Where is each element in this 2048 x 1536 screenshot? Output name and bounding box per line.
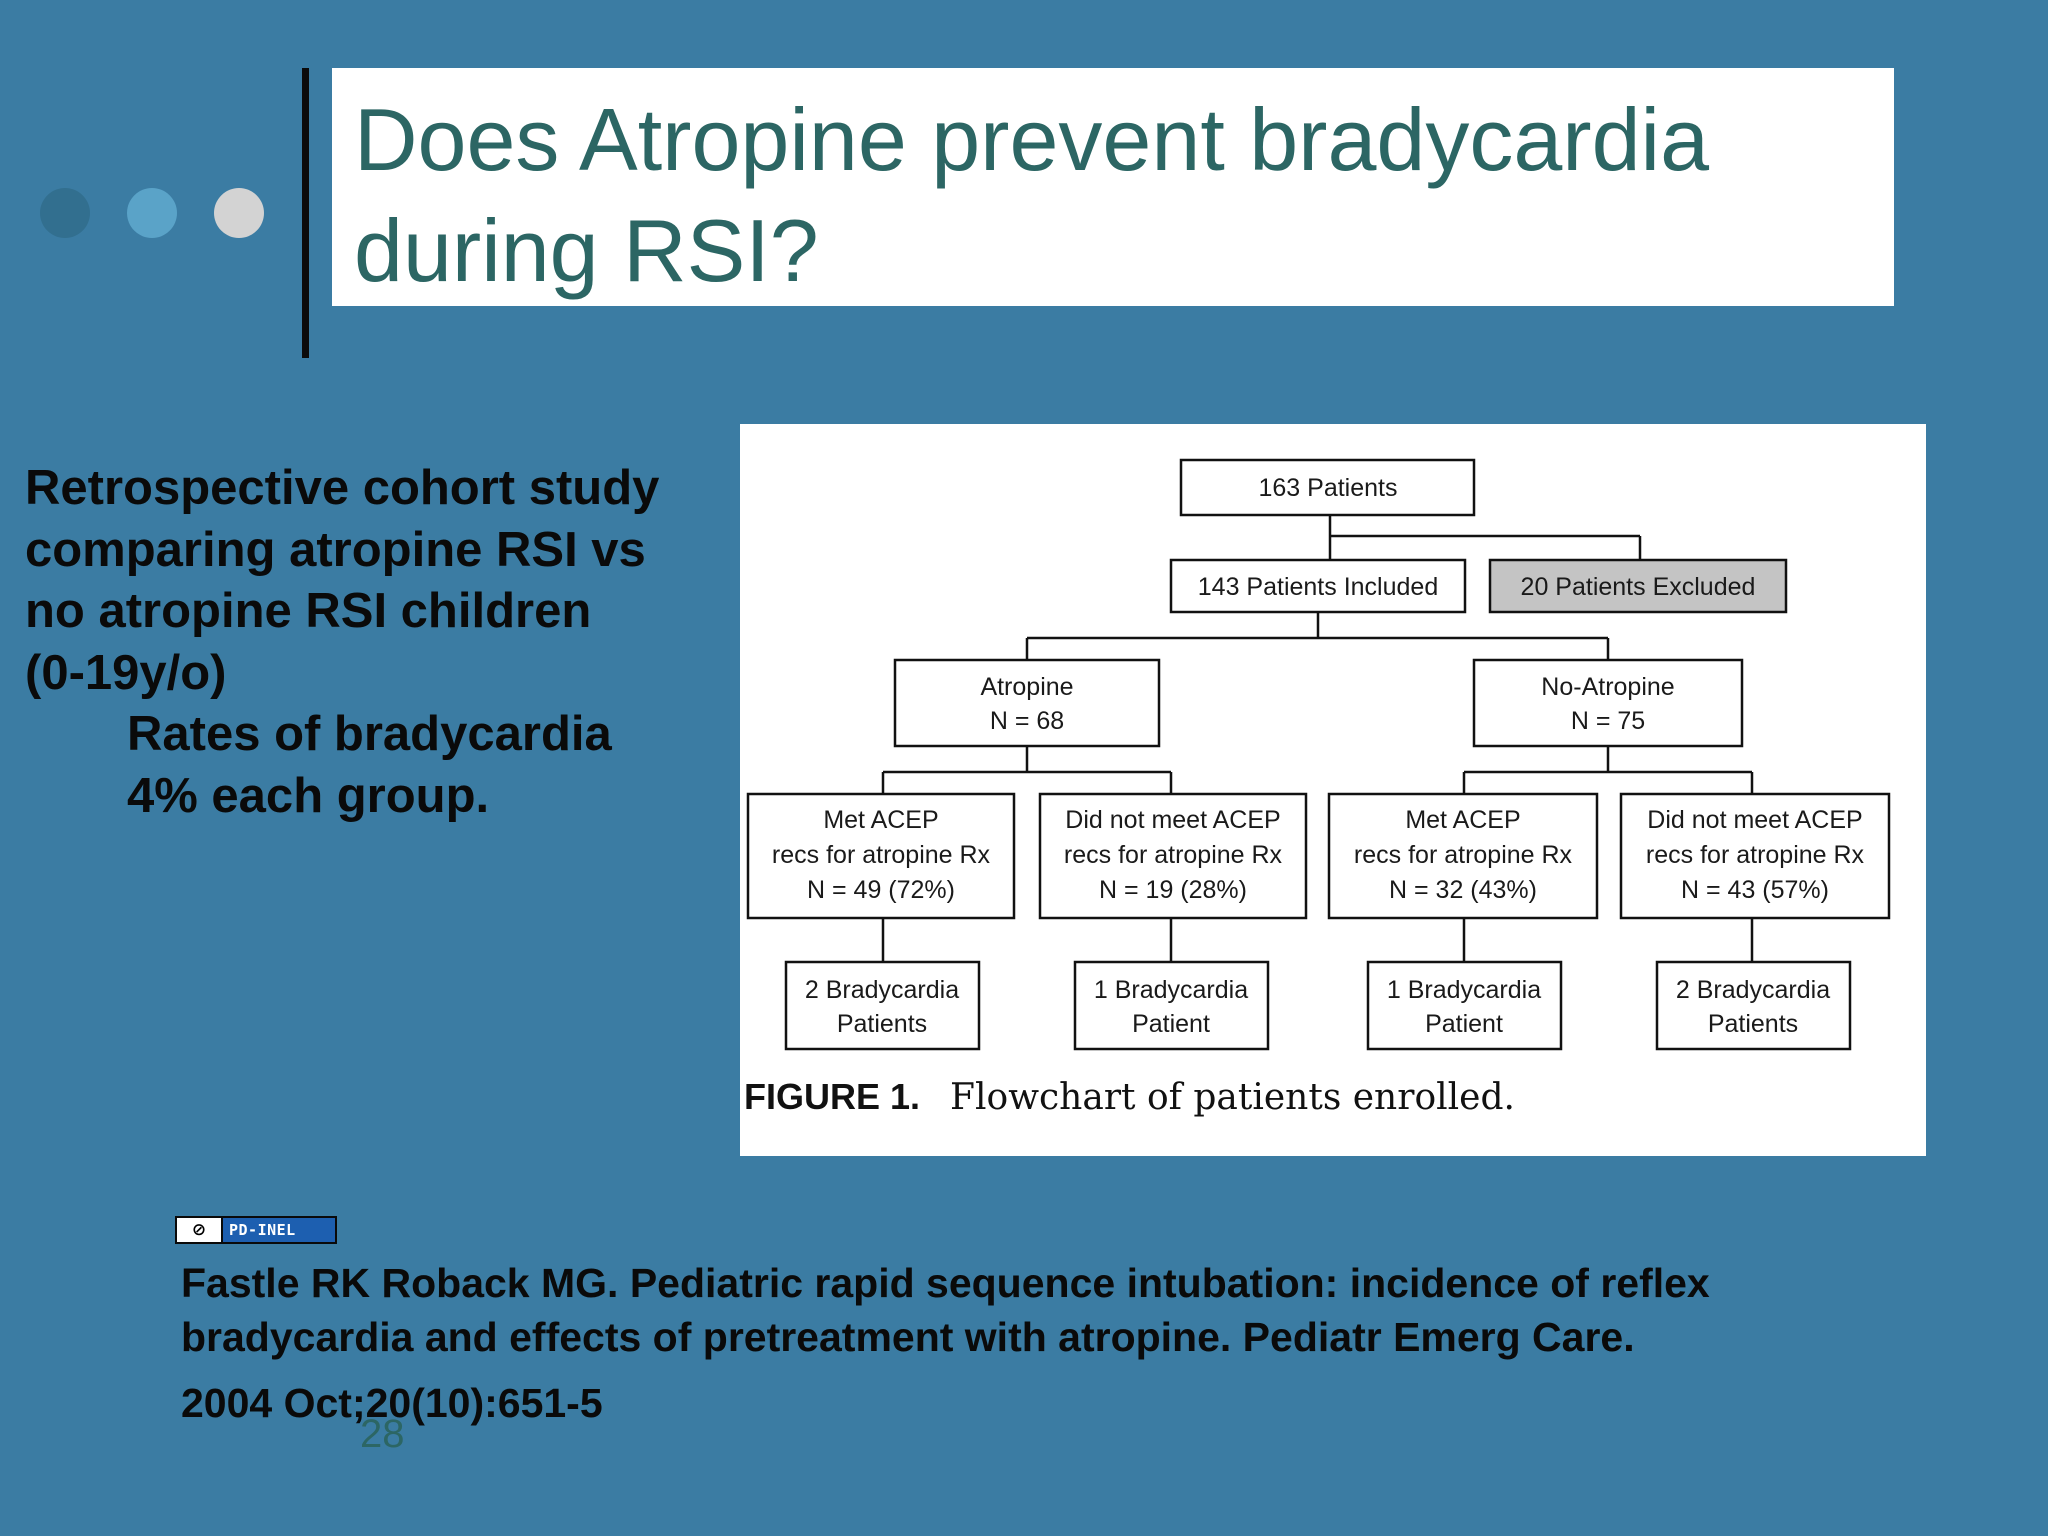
node-no-atropine-met-line3: N = 32 (43%)	[1389, 876, 1537, 904]
node-no-atropine-count: N = 75	[1571, 707, 1645, 735]
node-outcome-2-line1: 1 Bradycardia	[1094, 976, 1248, 1004]
node-total-text: 163 Patients	[1259, 474, 1398, 502]
node-outcome-4-line2: Patients	[1708, 1010, 1798, 1038]
license-badge-label: PD-INEL	[229, 1221, 296, 1239]
figure-panel: 163 Patients 143 Patients Included 20 Pa…	[740, 424, 1926, 1156]
node-atropine-met: Met ACEP recs for atropine Rx N = 49 (72…	[746, 792, 1016, 920]
node-excluded: 20 Patients Excluded	[1488, 558, 1788, 614]
node-atropine-not-met-line1: Did not meet ACEP	[1065, 806, 1280, 834]
body-line: Retrospective cohort study	[25, 461, 660, 515]
slide-number: 28	[360, 1412, 405, 1456]
title-box: Does Atropine prevent bradycardia during…	[332, 68, 1894, 306]
figure-caption: FIGURE 1. Flowchart of patients enrolled.	[744, 1076, 1515, 1118]
decor-dot-dark	[40, 188, 90, 238]
node-atropine-met-line1: Met ACEP	[823, 806, 938, 834]
body-line: no atropine RSI children	[25, 584, 592, 638]
node-no-atropine-not-met: Did not meet ACEP recs for atropine Rx N…	[1619, 792, 1891, 920]
body-subline: Rates of bradycardia	[127, 707, 612, 761]
connector-included	[1025, 612, 1610, 660]
citation-line: 2004 Oct;20(10):651-5	[181, 1380, 603, 1426]
node-outcome-1-line1: 2 Bradycardia	[805, 976, 959, 1004]
node-outcome-4: 2 Bradycardia Patients	[1655, 960, 1852, 1051]
node-included-text: 143 Patients Included	[1198, 573, 1438, 601]
node-atropine-count: N = 68	[990, 707, 1064, 735]
node-outcome-3: 1 Bradycardia Patient	[1366, 960, 1563, 1051]
body-line: comparing atropine RSI vs	[25, 522, 646, 577]
node-atropine-not-met: Did not meet ACEP recs for atropine Rx N…	[1038, 792, 1308, 920]
decor-dot-light-blue	[127, 188, 177, 238]
node-atropine-not-met-line3: N = 19 (28%)	[1099, 876, 1247, 904]
node-atropine-not-met-line2: recs for atropine Rx	[1064, 841, 1283, 869]
figure-caption-label: FIGURE 1.	[744, 1076, 921, 1117]
body-subline: 4% each group.	[127, 768, 490, 823]
slide-title: Does Atropine prevent bradycardia during…	[354, 90, 1710, 300]
node-atropine-met-line2: recs for atropine Rx	[772, 841, 991, 869]
citation-line: Fastle RK Roback MG. Pediatric rapid seq…	[181, 1260, 1710, 1306]
node-excluded-text: 20 Patients Excluded	[1521, 573, 1756, 601]
node-outcome-4-line1: 2 Bradycardia	[1676, 976, 1830, 1004]
citation-line: bradycardia and effects of pretreatment …	[181, 1314, 1635, 1360]
license-badge[interactable]: ⊘ PD-INEL	[175, 1216, 337, 1244]
node-no-atropine-met-line2: recs for atropine Rx	[1354, 841, 1573, 869]
title-divider	[302, 68, 309, 358]
node-atropine-met-line3: N = 49 (72%)	[807, 876, 955, 904]
node-outcome-3-line2: Patient	[1425, 1010, 1503, 1038]
node-outcome-2: 1 Bradycardia Patient	[1073, 960, 1270, 1051]
node-total: 163 Patients	[1179, 458, 1476, 517]
body-line: (0-19y/o)	[25, 645, 227, 700]
node-atropine: Atropine N = 68	[893, 658, 1161, 748]
node-no-atropine-not-met-line2: recs for atropine Rx	[1646, 841, 1865, 869]
node-atropine-label: Atropine	[980, 673, 1073, 701]
connector-total	[1328, 516, 1642, 560]
node-no-atropine-met: Met ACEP recs for atropine Rx N = 32 (43…	[1327, 792, 1599, 920]
node-outcome-2-line2: Patient	[1132, 1010, 1210, 1038]
node-no-atropine: No-Atropine N = 75	[1472, 658, 1744, 748]
public-domain-icon: ⊘	[177, 1218, 223, 1242]
flowchart: 163 Patients 143 Patients Included 20 Pa…	[746, 458, 1891, 1051]
node-no-atropine-met-line1: Met ACEP	[1405, 806, 1520, 834]
body-text: Retrospective cohort study comparing atr…	[25, 458, 725, 827]
node-outcome-1: 2 Bradycardia Patients	[784, 960, 981, 1051]
flow-connectors	[881, 516, 1754, 962]
node-no-atropine-not-met-line3: N = 43 (57%)	[1681, 876, 1829, 904]
decor-dot-gray	[214, 188, 264, 238]
connector-no-atropine	[1462, 746, 1754, 794]
figure-caption-text: Flowchart of patients enrolled.	[950, 1077, 1515, 1118]
connector-outcomes	[881, 918, 1754, 962]
node-no-atropine-not-met-line1: Did not meet ACEP	[1647, 806, 1862, 834]
citation: Fastle RK Roback MG. Pediatric rapid seq…	[181, 1256, 1941, 1430]
connector-atropine	[881, 746, 1173, 794]
node-included: 143 Patients Included	[1169, 558, 1467, 614]
node-outcome-1-line2: Patients	[837, 1010, 927, 1038]
node-no-atropine-label: No-Atropine	[1541, 673, 1674, 701]
node-outcome-3-line1: 1 Bradycardia	[1387, 976, 1541, 1004]
body-subpoint: Rates of bradycardia 4% each group.	[25, 704, 725, 827]
